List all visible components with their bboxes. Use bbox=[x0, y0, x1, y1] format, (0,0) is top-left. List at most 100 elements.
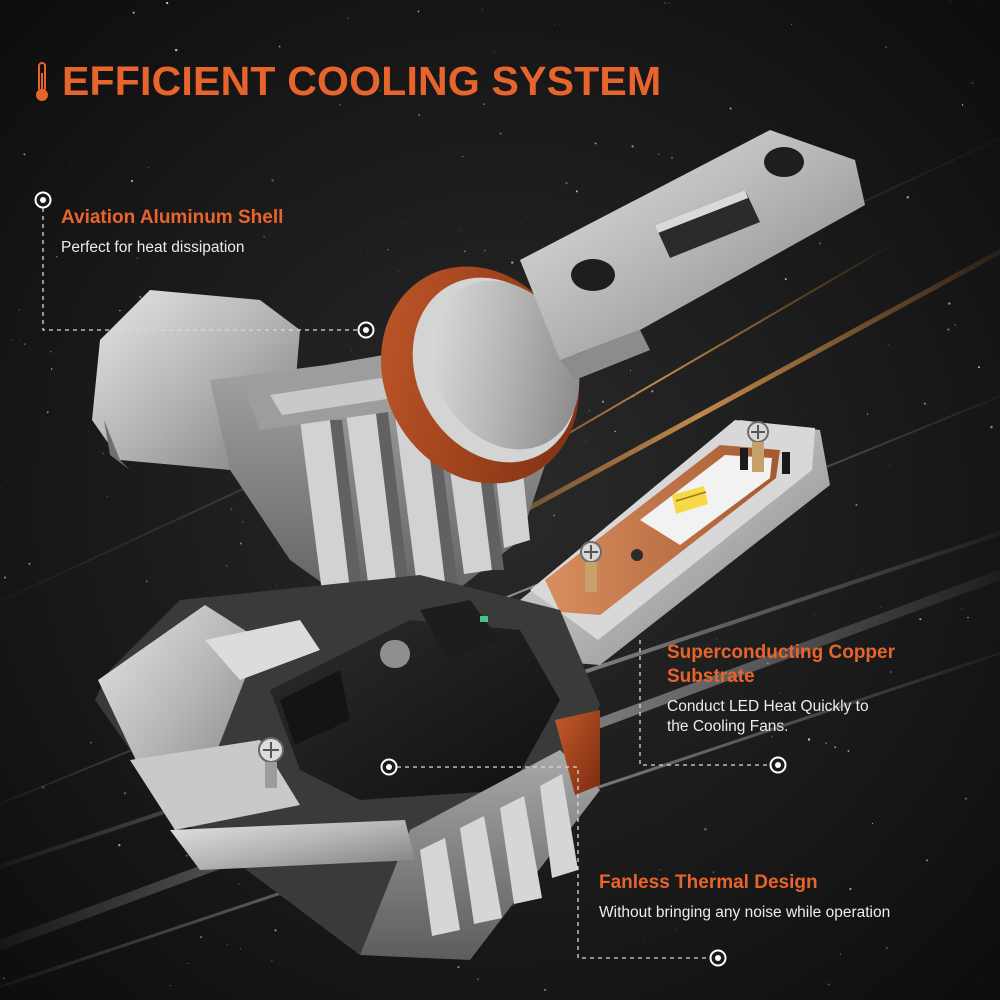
star bbox=[906, 196, 910, 199]
callout-marker-icon bbox=[34, 191, 52, 209]
star bbox=[813, 613, 816, 616]
star bbox=[417, 10, 420, 13]
star bbox=[623, 85, 625, 88]
star bbox=[527, 942, 529, 944]
callout-marker-icon bbox=[357, 321, 375, 339]
star bbox=[678, 721, 682, 724]
page-title: EFFICIENT COOLING SYSTEM bbox=[62, 58, 662, 104]
star bbox=[609, 383, 611, 385]
star bbox=[729, 107, 732, 110]
star bbox=[119, 309, 121, 312]
mounting-tab bbox=[520, 130, 865, 380]
callout-marker-icon bbox=[709, 949, 727, 967]
star bbox=[271, 959, 273, 962]
star bbox=[839, 953, 841, 955]
star bbox=[241, 521, 244, 523]
star bbox=[871, 822, 874, 825]
star bbox=[885, 46, 888, 49]
star bbox=[664, 2, 666, 4]
star bbox=[404, 222, 406, 224]
star bbox=[476, 978, 480, 981]
star bbox=[704, 827, 707, 831]
star bbox=[379, 89, 381, 92]
star bbox=[136, 257, 139, 260]
star bbox=[145, 580, 148, 583]
star bbox=[967, 616, 969, 619]
star bbox=[10, 339, 13, 342]
star bbox=[949, 755, 951, 757]
callout-title: Aviation Aluminum Shell bbox=[61, 207, 284, 228]
star bbox=[544, 989, 546, 991]
star bbox=[271, 179, 274, 182]
star bbox=[155, 597, 156, 599]
star bbox=[977, 366, 980, 369]
star bbox=[906, 800, 907, 802]
star bbox=[614, 430, 616, 433]
star bbox=[880, 607, 882, 609]
star bbox=[418, 114, 420, 116]
star bbox=[659, 869, 661, 871]
star bbox=[397, 270, 399, 272]
star bbox=[890, 671, 892, 673]
star bbox=[565, 182, 568, 185]
screw-terminal bbox=[580, 421, 790, 592]
star bbox=[148, 166, 149, 168]
star bbox=[118, 189, 120, 191]
star bbox=[330, 27, 331, 28]
star bbox=[790, 23, 793, 26]
star bbox=[226, 944, 228, 946]
star bbox=[948, 302, 951, 305]
star bbox=[964, 797, 968, 800]
star bbox=[75, 109, 77, 110]
star bbox=[458, 229, 460, 231]
star bbox=[676, 929, 678, 930]
star bbox=[240, 948, 241, 950]
star bbox=[795, 692, 797, 693]
star bbox=[949, 1, 951, 3]
star bbox=[50, 351, 52, 353]
star bbox=[347, 17, 349, 19]
star bbox=[106, 495, 108, 498]
callout-description-line: Conduct LED Heat Quickly to bbox=[667, 698, 869, 715]
star bbox=[512, 903, 515, 907]
star bbox=[594, 142, 597, 145]
star bbox=[834, 746, 837, 749]
star bbox=[553, 23, 556, 25]
star bbox=[657, 873, 658, 875]
star bbox=[481, 8, 483, 10]
star bbox=[886, 947, 888, 949]
star bbox=[972, 285, 973, 286]
star bbox=[387, 249, 389, 251]
star bbox=[13, 244, 14, 246]
star bbox=[967, 893, 969, 894]
star bbox=[56, 256, 58, 258]
star bbox=[229, 508, 233, 511]
star bbox=[631, 145, 634, 148]
star bbox=[23, 343, 26, 345]
star bbox=[961, 608, 963, 610]
star bbox=[19, 339, 20, 341]
star bbox=[827, 983, 830, 986]
star bbox=[50, 368, 53, 370]
star bbox=[556, 566, 557, 568]
star bbox=[174, 48, 178, 52]
star bbox=[351, 349, 352, 351]
star bbox=[712, 871, 714, 873]
star bbox=[439, 74, 442, 77]
star bbox=[292, 123, 294, 124]
star bbox=[118, 844, 121, 847]
star bbox=[919, 618, 922, 621]
star bbox=[166, 1, 169, 5]
star bbox=[978, 4, 980, 6]
star bbox=[461, 155, 464, 158]
star bbox=[521, 223, 522, 224]
star bbox=[359, 250, 361, 252]
star bbox=[131, 179, 134, 182]
star bbox=[643, 938, 644, 940]
led-chips bbox=[672, 486, 708, 514]
seal-ring bbox=[381, 266, 580, 484]
star bbox=[818, 242, 822, 245]
star bbox=[710, 673, 711, 675]
star bbox=[278, 45, 281, 48]
